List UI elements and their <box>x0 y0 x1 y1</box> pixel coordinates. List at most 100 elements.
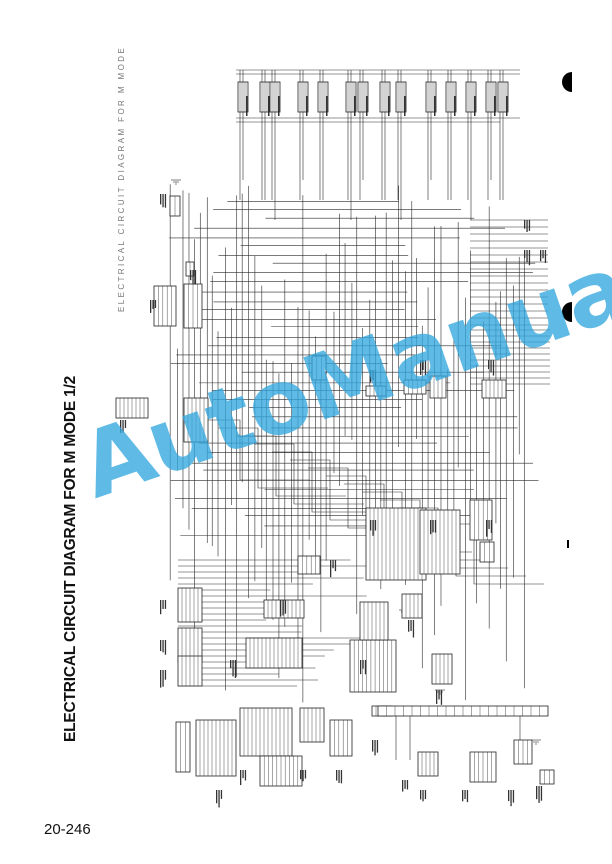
wire-label <box>410 620 412 631</box>
wire-label <box>372 370 374 381</box>
wire-label <box>268 96 270 116</box>
wire-label <box>162 194 164 208</box>
wire-label <box>408 620 410 632</box>
wire-label <box>366 96 368 116</box>
wire-label <box>362 660 364 669</box>
wire-label <box>160 670 162 688</box>
wire-label <box>488 360 490 370</box>
wire-label <box>330 560 332 578</box>
wire-label <box>402 780 404 792</box>
top-connector <box>317 81 329 113</box>
wire-label <box>244 770 247 781</box>
diagram-caption: ELECTRICAL CIRCUIT DIAGRAM FOR M MODE <box>117 45 126 312</box>
wire-label <box>438 690 440 700</box>
connector-block <box>349 639 397 693</box>
wire-label <box>360 660 362 675</box>
wire-label <box>162 670 164 687</box>
top-connector <box>395 81 407 113</box>
wire-label <box>494 96 496 116</box>
wire-label <box>454 96 456 116</box>
wire-label <box>192 270 194 284</box>
wire-label <box>388 96 390 116</box>
wire-label <box>194 270 197 285</box>
wire-label <box>162 600 164 609</box>
wire-label <box>436 690 438 704</box>
wire-label <box>280 600 282 617</box>
wire-label <box>404 96 406 116</box>
top-connector <box>379 81 391 113</box>
top-connector <box>497 81 509 113</box>
wire-label <box>430 520 432 535</box>
wire-label <box>160 600 162 615</box>
wire-label <box>372 740 374 752</box>
wire-label <box>216 790 218 804</box>
wire-label <box>160 194 162 205</box>
connector-block <box>329 719 353 757</box>
connector-block <box>403 379 427 395</box>
wire-label <box>526 220 528 232</box>
wire-label <box>510 790 512 807</box>
wire-label <box>302 770 304 782</box>
wire-label <box>234 660 237 678</box>
wire-label <box>374 520 377 531</box>
wire-label <box>230 660 232 669</box>
wire-label <box>412 620 415 638</box>
top-connector <box>445 81 457 113</box>
wire-label <box>162 640 164 653</box>
wire-label <box>424 360 427 376</box>
routed-wire <box>254 443 364 505</box>
wire-label <box>492 360 495 376</box>
wire-label <box>536 786 538 800</box>
connector-block <box>401 593 423 619</box>
wire-label <box>164 670 167 680</box>
wire-label <box>434 520 437 533</box>
wire-label <box>232 660 234 677</box>
wire-label <box>474 96 476 116</box>
wire-label <box>424 790 427 800</box>
top-connector <box>297 81 309 113</box>
wire-label <box>278 96 280 116</box>
wire-label <box>152 300 154 309</box>
wire-label <box>512 790 515 803</box>
wire-label <box>490 520 493 533</box>
wire-label <box>354 96 356 116</box>
wire-label <box>420 790 422 800</box>
wire-label <box>404 780 406 789</box>
routed-wire <box>200 419 310 481</box>
wire-label <box>240 770 242 786</box>
wire-label <box>300 770 302 780</box>
wire-label <box>332 560 334 569</box>
routed-wire <box>218 427 328 489</box>
wire-label <box>160 640 162 652</box>
wire-label <box>164 640 167 655</box>
wire-label <box>372 520 374 536</box>
wire-label <box>406 780 409 790</box>
wire-label <box>488 520 490 530</box>
wire-label <box>218 790 220 808</box>
top-connector <box>345 81 357 113</box>
top-connector <box>465 81 477 113</box>
wire-label <box>164 600 167 609</box>
wire-label <box>542 250 544 259</box>
wire-label <box>528 250 531 266</box>
top-connector <box>485 81 497 113</box>
wire-label <box>432 520 434 533</box>
wire-label <box>440 690 443 705</box>
top-connector <box>269 81 281 113</box>
wire-label <box>326 96 328 116</box>
wire-label <box>422 790 424 802</box>
wire-label <box>374 370 377 386</box>
wire-label <box>370 370 372 383</box>
wire-label <box>242 770 244 779</box>
wire-label <box>220 790 223 799</box>
wire-label <box>306 96 308 116</box>
wire-label <box>364 660 367 675</box>
wire-label <box>164 194 167 208</box>
wire-label <box>190 270 192 281</box>
wire-label <box>486 520 488 537</box>
routed-wire <box>290 459 400 521</box>
wire-label <box>282 600 284 616</box>
wire-label <box>122 420 124 433</box>
